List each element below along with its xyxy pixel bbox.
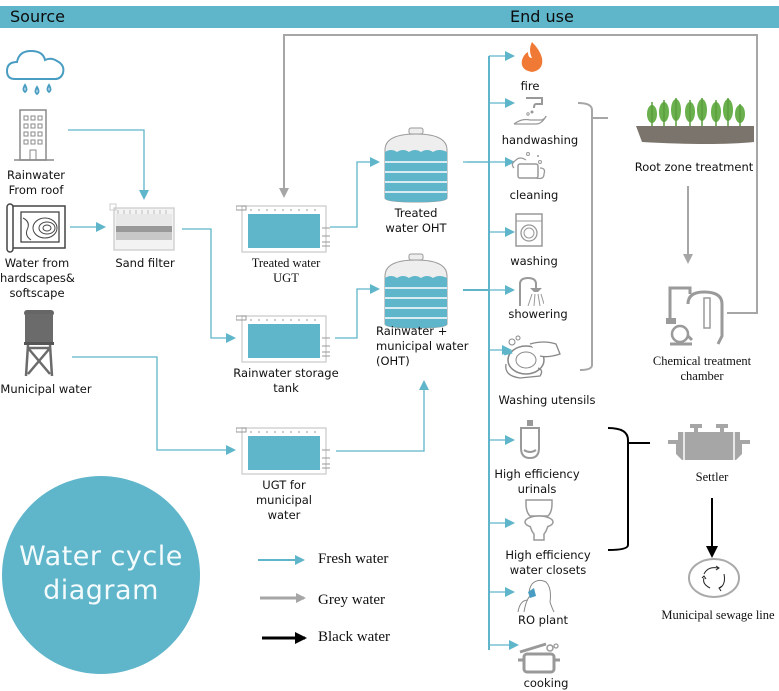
treated-ugt-label: Treated water UGT <box>251 256 321 285</box>
settler-icon <box>668 424 750 460</box>
flow-chemical-return <box>279 34 758 314</box>
chemical-treatment-label: Chemical treatment chamber <box>652 354 752 383</box>
end-use-heading: End use <box>510 7 574 26</box>
flow-municipal-to-ugt <box>72 356 236 455</box>
chemical-treatment-icon <box>666 286 724 346</box>
root-zone-plants-icon <box>636 98 754 144</box>
shower-icon <box>519 276 544 307</box>
root-zone-label: Root zone treatment <box>634 160 754 174</box>
sand-filter-label: Sand filter <box>115 256 175 270</box>
treated-ugt-icon <box>236 205 330 253</box>
drinking-icon <box>517 579 555 613</box>
rainwater-storage-tank-icon <box>236 315 330 363</box>
cleaning-icon <box>511 152 546 180</box>
terrain-map-icon <box>6 203 66 253</box>
mixed-oht-label: Rainwater + municipal water (OHT) <box>376 324 469 368</box>
source-municipal-label: Municipal water <box>0 382 92 396</box>
ugt-municipal-icon <box>236 427 330 475</box>
water-tower-icon <box>24 310 54 377</box>
ugt-municipal-label: UGT for municipal water <box>255 478 313 522</box>
flow-ugt-to-treated-oht <box>330 157 380 228</box>
diagram-title: Water cycle diagram <box>19 541 183 606</box>
flow-ugt-to-oht <box>336 380 429 452</box>
treated-oht-icon <box>384 127 448 203</box>
end-use-water-closets-label: High efficiency water closets <box>505 548 591 577</box>
end-use-cooking-label: cooking <box>523 676 569 690</box>
end-use-washing-label: washing <box>510 254 558 268</box>
urinal-icon <box>520 420 540 460</box>
sewage-line-label: Municipal sewage line <box>661 608 775 622</box>
toilet-icon <box>524 499 554 541</box>
header-bar <box>0 6 779 28</box>
washing-machine-icon <box>515 213 543 247</box>
legend-grey-water-label: Grey water <box>318 592 386 608</box>
washing-utensils-icon <box>503 335 561 379</box>
end-use-ro-plant-label: RO plant <box>517 613 569 627</box>
fire-icon <box>521 42 543 72</box>
flow-storage-to-oht <box>335 284 380 339</box>
source-hardscape-label: Water from hardscapes& softscape <box>0 256 75 300</box>
building-icon <box>14 109 54 161</box>
black-bracket <box>607 427 629 551</box>
rainwater-storage-label: Rainwater storage tank <box>233 366 339 395</box>
cooking-pot-icon <box>518 642 560 674</box>
end-use-urinals-label: High efficiency urinals <box>494 467 580 496</box>
end-use-showering-label: showering <box>508 307 568 321</box>
legend-black-water-label: Black water <box>318 629 391 645</box>
legend-fresh-water-label: Fresh water <box>318 551 389 567</box>
mixed-oht-icon <box>384 253 448 329</box>
grey-bracket <box>577 102 593 371</box>
end-use-cleaning-label: cleaning <box>509 188 559 202</box>
end-use-handwashing-label: handwashing <box>501 133 579 147</box>
treated-oht-label: Treated water OHT <box>385 206 447 235</box>
end-use-fire-label: fire <box>520 79 540 93</box>
flow-filter-to-storage <box>182 228 236 343</box>
title-circle <box>2 476 200 674</box>
rain-cloud-icon <box>5 49 65 96</box>
settler-label: Settler <box>695 470 729 484</box>
sand-filter-icon <box>109 203 175 251</box>
source-rainwater-label: Rainwater From roof <box>6 168 66 197</box>
end-use-washing-utensils-label: Washing utensils <box>498 393 596 407</box>
source-heading: Source <box>10 7 65 26</box>
handwashing-icon <box>513 97 547 125</box>
flow-rain-to-filter <box>68 129 149 200</box>
sewage-line-icon <box>688 558 740 598</box>
